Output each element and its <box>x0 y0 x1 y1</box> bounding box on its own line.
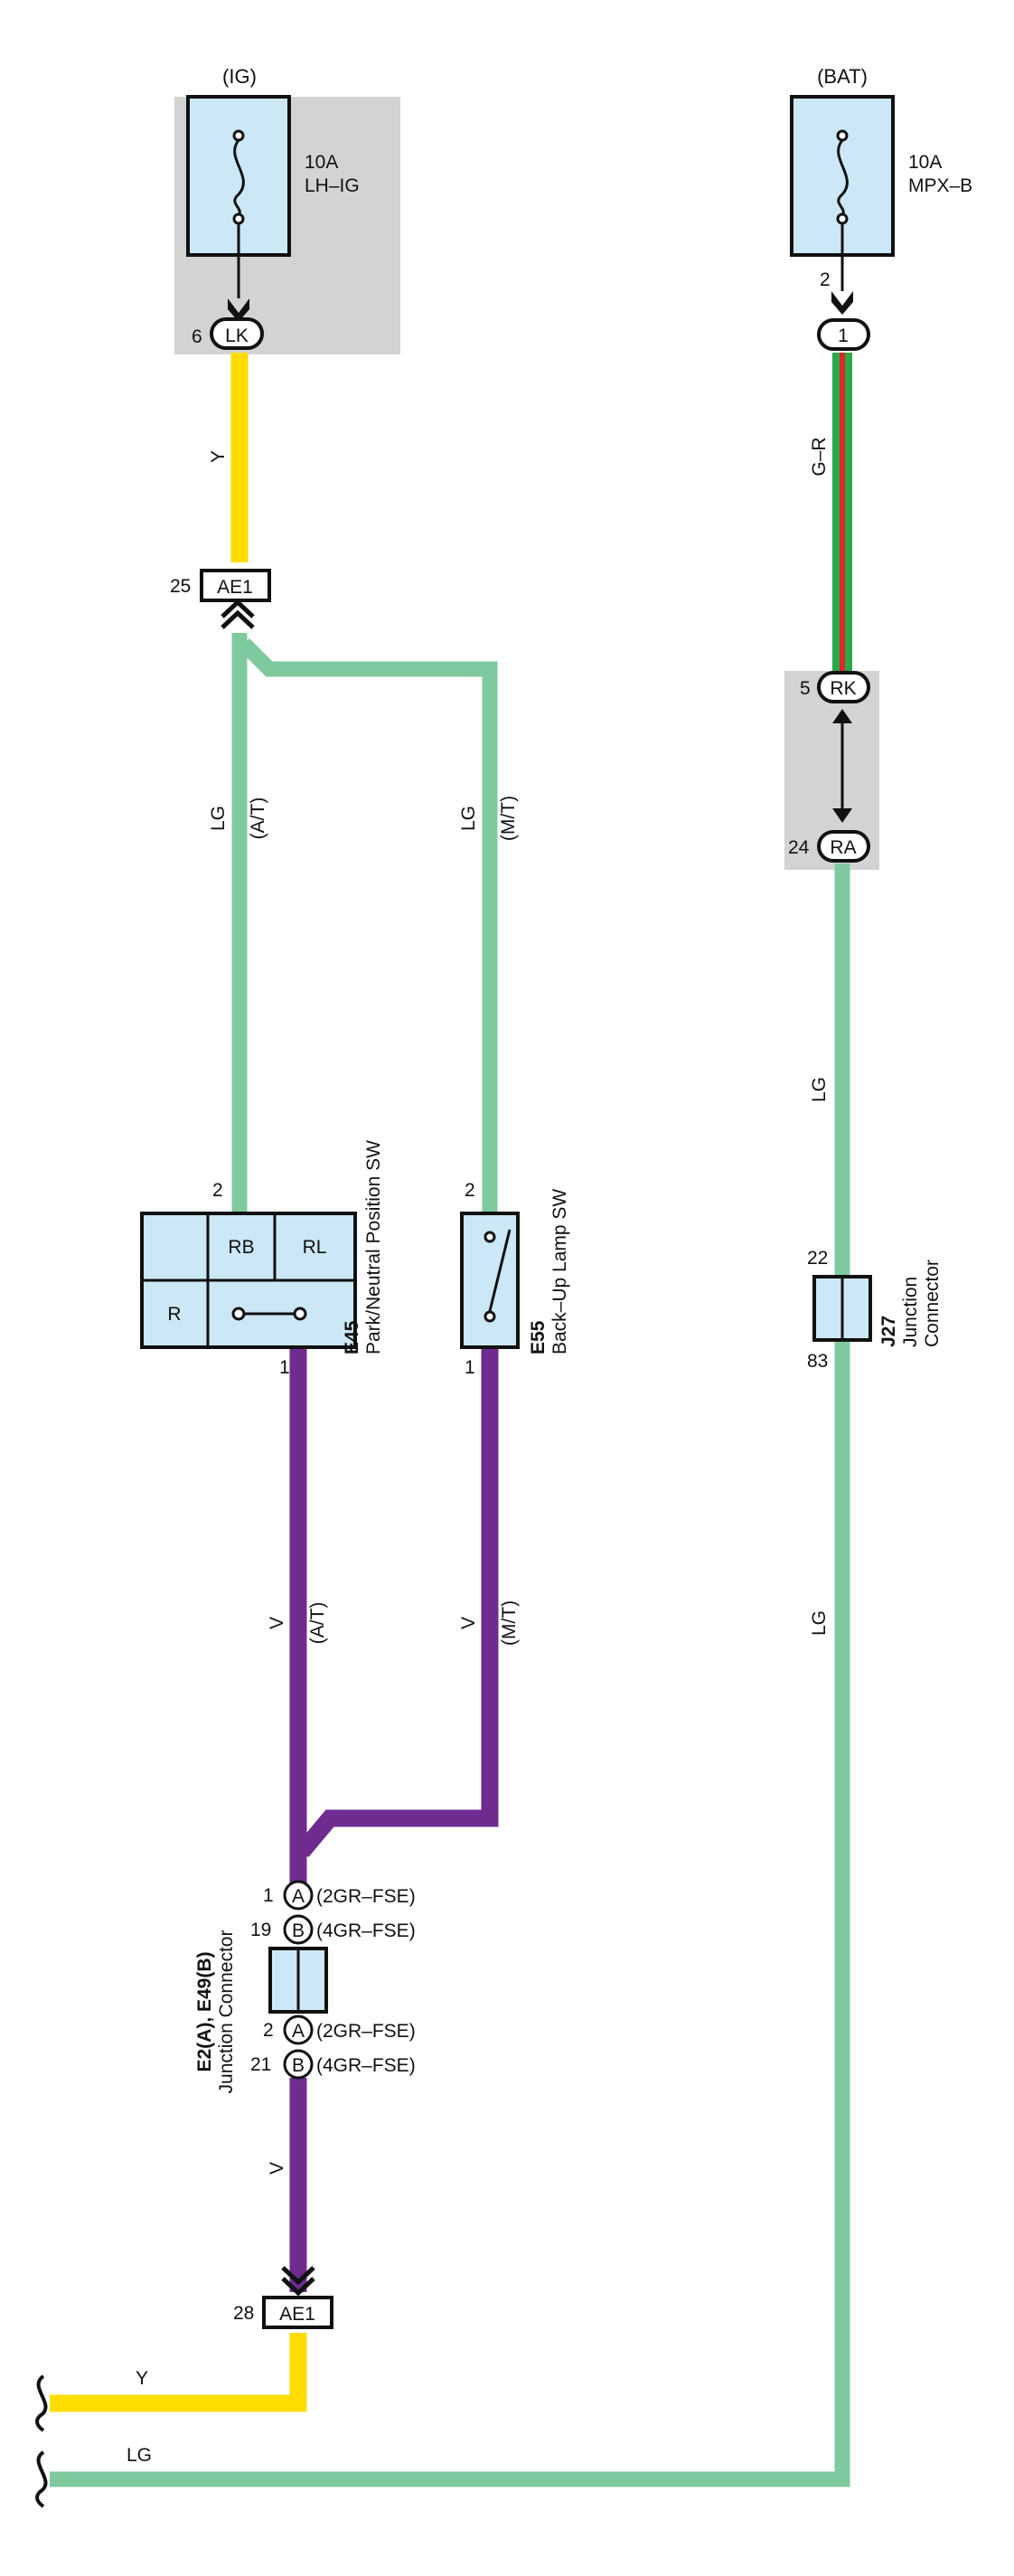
bat-connector-1-label: 1 <box>838 326 849 346</box>
e2-name: Junction Connector <box>216 1930 237 2094</box>
e55-pin-bottom: 1 <box>465 1357 475 1378</box>
ra-pin: 24 <box>788 837 810 858</box>
connector-rk <box>817 671 870 703</box>
wire-lg-right-lower-label: LG <box>809 1610 830 1636</box>
ig-fuse-rating: 10A <box>305 152 338 173</box>
ig-pin-label: 6 <box>192 326 202 347</box>
connector-ra <box>817 830 870 863</box>
ig-fuse-icon <box>232 129 245 298</box>
e2-row1-letter: A <box>292 1886 305 1907</box>
wire-v-mt-note: (M/T) <box>499 1600 520 1646</box>
bat-arrow-icon <box>831 291 853 315</box>
wire-y-top-label: Y <box>208 450 229 463</box>
e2-row3-note: (2GR–FSE) <box>316 2021 416 2042</box>
rk-pin: 5 <box>800 678 811 699</box>
ae1-top-connector <box>200 569 271 602</box>
e55-id: E55 <box>528 1320 549 1354</box>
e2-row2-circle <box>283 1914 314 1945</box>
e55-pin-top: 2 <box>465 1180 475 1201</box>
e45-name: Park/Neutral Position SW <box>363 1140 384 1354</box>
ae1-bottom-connector-label: AE1 <box>279 2304 315 2325</box>
e2-row2-pin: 19 <box>250 1920 271 1940</box>
e2-row4-note: (4GR–FSE) <box>316 2055 416 2076</box>
connector-ra-label: RA <box>830 837 856 858</box>
e2-row4-circle <box>283 2049 314 2080</box>
ae1-bottom-pin: 28 <box>233 2303 254 2324</box>
connector-rk-label: RK <box>830 678 856 699</box>
ig-connector-lk-label: LK <box>225 326 249 346</box>
e2-id: E2(A), E49(B) <box>194 1951 215 2071</box>
wire-y-bottom <box>50 2333 307 2412</box>
e45-pin-bottom: 1 <box>279 1357 290 1378</box>
e45-cell-rb: RB <box>228 1237 254 1258</box>
wire-lg-right-upper-label: LG <box>809 1077 830 1102</box>
e2-row3-pin: 2 <box>263 2020 274 2041</box>
e2-row1-pin: 1 <box>263 1885 274 1906</box>
ig-supply-label: (IG) <box>222 65 257 88</box>
j27-name-line2: Connector <box>922 1260 943 1347</box>
wire-lg-right <box>50 863 850 2487</box>
ae1-top-pin: 25 <box>170 576 191 597</box>
e45-contact-icon <box>231 1307 307 1321</box>
bat-supply-label: (BAT) <box>817 65 868 88</box>
ig-fuse-name: LH–IG <box>305 175 360 196</box>
bat-fuse-name: MPX–B <box>908 175 972 196</box>
ae1-bottom-connector <box>262 2296 333 2329</box>
e45-switch-body <box>140 1212 357 1349</box>
j27-body <box>812 1275 872 1342</box>
bat-pin-top: 2 <box>820 269 831 290</box>
e2-row4-pin: 21 <box>250 2054 271 2075</box>
e2-row2-note: (4GR–FSE) <box>316 1920 416 1941</box>
e2-row4-letter: B <box>292 2055 305 2076</box>
e2-row3-letter: A <box>292 2021 305 2042</box>
wire-v-mt-label: V <box>458 1617 479 1629</box>
wire-v-at-label: V <box>267 1617 287 1629</box>
bat-fuse-rating: 10A <box>908 152 942 173</box>
wire-break-y-icon <box>35 2374 48 2432</box>
bat-connector-1 <box>817 318 870 351</box>
e55-switch-icon <box>484 1229 512 1323</box>
ig-connector-lk <box>210 317 264 350</box>
wire-y-bottom-label: Y <box>136 2368 148 2389</box>
ae1-top-chevron-icon <box>221 599 255 629</box>
wire-v-at-note: (A/T) <box>307 1602 328 1645</box>
e45-pin-top: 2 <box>212 1180 223 1201</box>
j27-id: J27 <box>878 1316 899 1347</box>
wire-g-r <box>832 353 852 671</box>
ae1-bottom-chevron-icon <box>281 2266 315 2297</box>
wire-lg-mt-note: (M/T) <box>498 796 519 841</box>
double-arrow-icon <box>832 709 852 823</box>
j27-name-line1: Junction <box>900 1277 921 1347</box>
wire-v-mt <box>295 1347 499 1858</box>
ig-arrow-icon <box>228 298 249 322</box>
wire-g-r-label: G–R <box>809 437 830 476</box>
e2-row3-circle <box>283 2015 314 2045</box>
e2-row2-letter: B <box>292 1920 305 1941</box>
e2-row1-circle <box>283 1880 314 1911</box>
wire-lg-bottom-label: LG <box>127 2445 152 2466</box>
e45-id: E45 <box>342 1320 362 1354</box>
wire-lg-at-note: (A/T) <box>248 797 268 840</box>
e2-row1-note: (2GR–FSE) <box>316 1886 416 1907</box>
bat-fuse-icon <box>836 129 849 291</box>
wire-lg-mt <box>238 637 498 1213</box>
e55-name: Back–Up Lamp SW <box>549 1189 570 1354</box>
j27-pin-bottom: 83 <box>807 1351 828 1372</box>
e45-cell-rl: RL <box>303 1237 327 1258</box>
wire-lg-at-label: LG <box>208 806 229 831</box>
wire-lg-mt-label: LG <box>458 806 479 831</box>
ae1-top-connector-label: AE1 <box>217 577 253 598</box>
j27-pin-top: 22 <box>807 1248 828 1269</box>
wire-break-lg-icon <box>35 2450 48 2508</box>
e45-cell-r: R <box>167 1304 181 1325</box>
e2-body <box>268 1947 328 2014</box>
wire-v-lower-label: V <box>267 2162 287 2175</box>
